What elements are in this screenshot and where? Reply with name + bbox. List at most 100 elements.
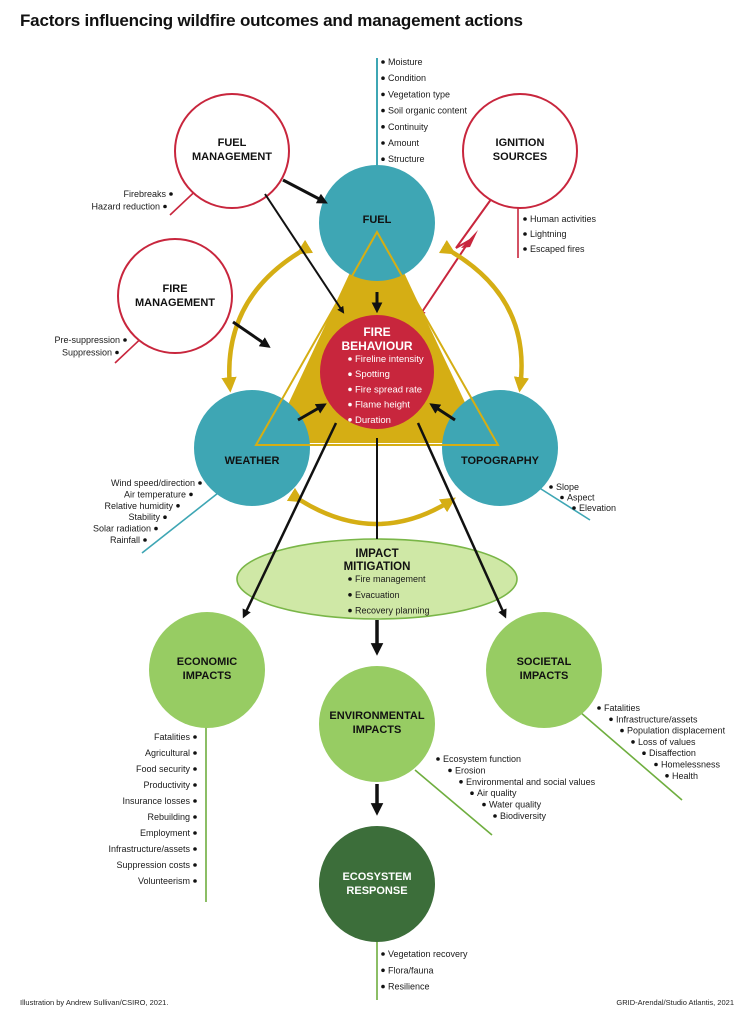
societal-impacts-item: Homelessness xyxy=(661,760,721,770)
topography-item: Slope xyxy=(556,482,579,492)
environmental-impacts-item-bullet xyxy=(493,814,497,818)
credit-publisher: GRID-Arendal/Studio Atlantis, 2021 xyxy=(616,998,734,1007)
fire-behaviour-item: Flame height xyxy=(355,400,410,411)
weather-item-bullet xyxy=(154,526,158,531)
economic-impacts-item-bullet xyxy=(193,783,197,787)
societal-impacts-item: Disaffection xyxy=(649,748,696,758)
arrow-fuel-management-to-fire xyxy=(264,193,345,314)
environmental-title-line1: ENVIRONMENTAL xyxy=(329,710,424,722)
weather-item-bullet xyxy=(163,515,167,519)
societal-impacts-item: Loss of values xyxy=(638,737,696,747)
ecosystem-response-item-bullet xyxy=(381,968,385,973)
weather-item: Solar radiation xyxy=(93,524,151,534)
societal-impacts-item-bullet xyxy=(642,751,646,755)
gold-arc-left xyxy=(221,239,314,393)
societal-impacts-node xyxy=(486,612,602,728)
economic-impacts-item-bullet xyxy=(193,847,197,851)
economic-impacts-item-bullet xyxy=(193,767,197,771)
fire-behaviour-item: Fire spread rate xyxy=(355,384,422,395)
fire-behaviour-title-line1: FIRE xyxy=(363,325,390,339)
societal-leader-line xyxy=(579,711,683,801)
weather-item-bullet xyxy=(176,504,180,508)
fuel-management-title-line1: FUEL xyxy=(218,137,247,149)
economic-impacts-item: Employment xyxy=(140,828,191,838)
topography-title: TOPOGRAPHY xyxy=(461,455,540,467)
topography-node xyxy=(442,390,558,506)
ignition-sources-node xyxy=(462,93,578,209)
environmental-impacts-item: Erosion xyxy=(455,765,486,775)
societal-impacts-item: Population displacement xyxy=(627,726,726,736)
weather-item-bullet xyxy=(198,481,202,485)
fire-behaviour-item-bullet xyxy=(348,387,352,392)
fuel-management-item: Firebreaks xyxy=(123,189,166,199)
weather-item: Rainfall xyxy=(110,535,140,545)
fuel-item-bullet xyxy=(381,125,385,129)
topography-item-bullet xyxy=(572,506,576,510)
fuel-item: Structure xyxy=(388,154,425,164)
environmental-title-line2: IMPACTS xyxy=(353,724,402,736)
arrow-fire-to-societal xyxy=(416,422,507,619)
fuel-item-bullet xyxy=(381,92,385,97)
fire-management-item-bullet xyxy=(123,338,127,342)
environmental-impacts-item: Biodiversity xyxy=(500,811,547,821)
economic-impacts-item-bullet xyxy=(193,815,197,819)
fire-management-title-line1: FIRE xyxy=(162,283,187,295)
topography-item-bullet xyxy=(560,495,564,500)
fuel-item-bullet xyxy=(381,157,385,161)
economic-impacts-item: Volunteerism xyxy=(138,876,190,886)
fuel-item: Soil organic content xyxy=(388,106,468,116)
economic-impacts-item-bullet xyxy=(193,799,197,803)
fuel-management-title-line2: MANAGEMENT xyxy=(192,151,272,163)
economic-title-line1: ECONOMIC xyxy=(177,656,238,668)
environmental-impacts-item-bullet xyxy=(448,768,452,773)
topography-item-bullet xyxy=(549,485,553,489)
economic-impacts-item: Fatalities xyxy=(154,732,191,742)
fire-behaviour-item-bullet xyxy=(348,418,352,422)
fuel-management-item-bullet xyxy=(169,192,173,196)
impact-mitigation-item-bullet xyxy=(348,608,352,613)
weather-node xyxy=(194,390,310,506)
fire-behaviour-item-bullet xyxy=(348,402,352,407)
ignition-sources-item: Escaped fires xyxy=(530,244,585,254)
weather-item-bullet xyxy=(143,538,147,542)
ignition-sources-item: Human activities xyxy=(530,214,597,224)
weather-item: Air temperature xyxy=(124,489,186,499)
ecosystem-response-item-bullet xyxy=(381,952,385,956)
weather-item: Stability xyxy=(128,512,160,522)
topography-item: Elevation xyxy=(579,503,616,513)
page-title: Factors influencing wildfire outcomes an… xyxy=(20,11,523,30)
environmental-impacts-item-bullet xyxy=(436,757,440,761)
economic-impacts-item-bullet xyxy=(193,863,197,867)
arrow-fuel-management-to-fuel xyxy=(282,178,328,204)
fuel-item-bullet xyxy=(381,60,385,64)
societal-impacts-item-bullet xyxy=(620,728,624,733)
fuel-item: Condition xyxy=(388,73,426,83)
ecosystem-response-item: Flora/fauna xyxy=(388,965,434,975)
fuel-item: Moisture xyxy=(388,57,423,67)
economic-impacts-item-bullet xyxy=(193,751,197,755)
environmental-impacts-item-bullet xyxy=(470,791,474,795)
societal-impacts-item-bullet xyxy=(665,774,669,778)
fuel-item: Vegetation type xyxy=(388,89,450,99)
topography-item: Aspect xyxy=(567,493,595,503)
fuel-item-bullet xyxy=(381,76,385,80)
arrow-topography-to-fire xyxy=(429,403,456,422)
societal-impacts-item-bullet xyxy=(597,706,601,710)
ecosystem-title-line1: ECOSYSTEM xyxy=(342,871,411,883)
fire-behaviour-item-bullet xyxy=(348,372,352,377)
ignition-sources-item-bullet xyxy=(523,217,527,221)
societal-impacts-item-bullet xyxy=(609,717,613,722)
impact-mitigation-item: Fire management xyxy=(355,574,426,584)
ecosystem-title-line2: RESPONSE xyxy=(346,885,407,897)
fire-management-node xyxy=(117,238,233,354)
impact-mitigation-item-bullet xyxy=(348,593,352,597)
impact-mitigation-title-line1: IMPACT xyxy=(355,548,398,560)
fire-behaviour-node xyxy=(320,315,434,429)
fire-behaviour-item: Fireline intensity xyxy=(355,354,424,365)
fire-management-item-bullet xyxy=(115,350,119,355)
economic-impacts-item: Infrastructure/assets xyxy=(108,844,190,854)
environmental-impacts-item: Water quality xyxy=(489,800,542,810)
fuel-management-node xyxy=(174,93,290,209)
fuel-title: FUEL xyxy=(363,214,392,226)
